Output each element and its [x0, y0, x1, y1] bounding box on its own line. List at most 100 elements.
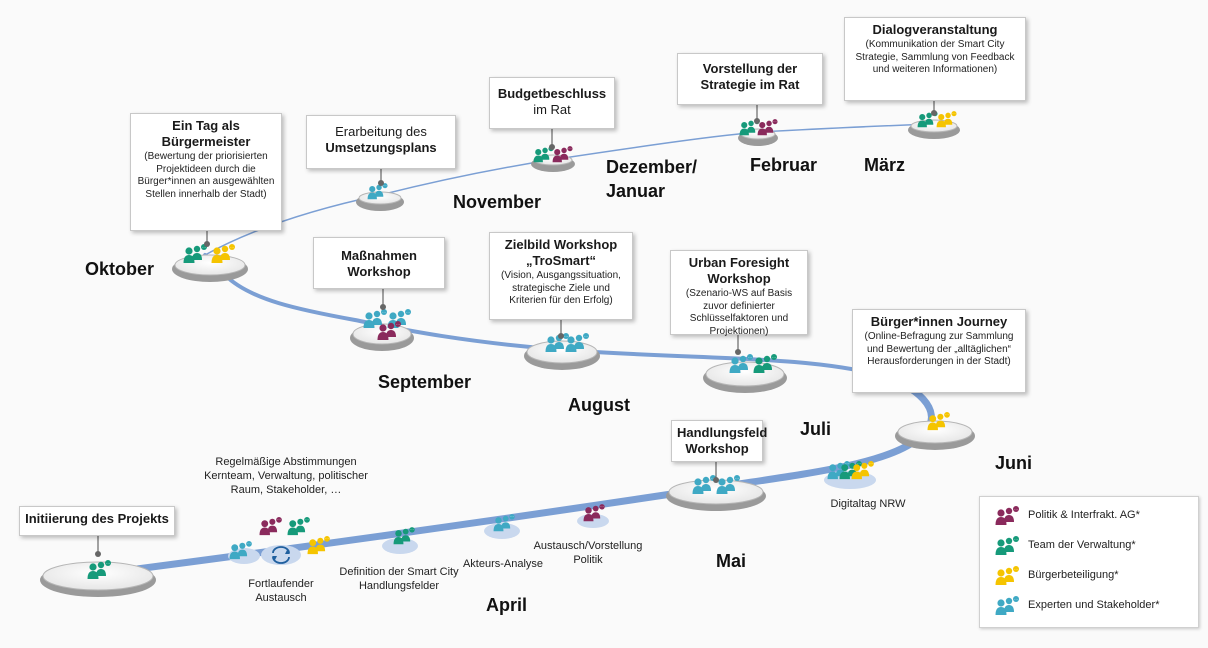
svg-text:···: ··· [952, 112, 955, 116]
stem-urban [735, 335, 741, 355]
month-februar: Februar [750, 155, 818, 175]
person-pair-icon: ··· [367, 183, 388, 200]
month-maerz: März [864, 155, 906, 175]
svg-text:···: ··· [857, 462, 861, 466]
box-erarbeitung: Erarbeitung des Umsetzungsplans [306, 115, 456, 169]
stem-vorstellung [754, 105, 760, 124]
budget-line1: Budgetbeschluss [497, 86, 607, 101]
month-september: September [378, 372, 472, 392]
month-november: November [453, 192, 542, 212]
person-pair-icon: ··· [995, 506, 1019, 525]
box-zielbild: Zielbild Workshop „TroSmart“ (Vision, Au… [489, 232, 633, 320]
svg-text:···: ··· [748, 354, 752, 359]
stem-initiierung [95, 536, 101, 557]
box-urban: Urban Foresight Workshop (Szenario-WS au… [670, 250, 808, 337]
disc-buergermeister [172, 254, 248, 282]
person-pair-icon: ··· [851, 461, 874, 480]
person-pair-icon: ··· [757, 119, 778, 136]
svg-text:···: ··· [382, 309, 386, 314]
legend-label-buerger: Bürgerbeteiligung* [1028, 569, 1119, 581]
buergerjourney-title: Bürger*innen Journey [870, 314, 1008, 329]
urban-desc: (Szenario-WS auf Basis zuvor definierter… [685, 288, 793, 337]
stem-erarbeitung [378, 169, 384, 186]
svg-text:···: ··· [1014, 506, 1018, 511]
month-juli: Juli [800, 419, 832, 439]
person-pair-icon: ··· [287, 517, 310, 536]
person-pair-icon: ··· [183, 244, 207, 263]
svg-text:···: ··· [869, 462, 873, 466]
svg-text:···: ··· [230, 244, 234, 249]
disc-definition [382, 538, 418, 554]
svg-text:···: ··· [600, 505, 604, 509]
svg-text:···: ··· [383, 184, 386, 188]
svg-text:···: ··· [247, 542, 251, 546]
svg-text:···: ··· [1014, 596, 1018, 601]
box-buergerjourney: Bürger*innen Journey (Online-Befragung z… [852, 309, 1026, 393]
month-juni: Juni [995, 453, 1033, 473]
svg-text:···: ··· [564, 333, 568, 338]
person-pair-icon: ··· [995, 596, 1019, 615]
person-pair-icon: ··· [211, 244, 235, 263]
svg-text:···: ··· [1014, 536, 1018, 541]
label-akteurs: Akteurs-Analyse [462, 558, 544, 570]
disc-maerz [908, 119, 960, 139]
urban-title: Urban Foresight Workshop [688, 255, 790, 286]
disc-fortlaufend-b [261, 545, 301, 565]
box-vorstellung: Vorstellung der Strategie im Rat [677, 53, 823, 105]
person-pair-icon: ··· [995, 596, 1019, 615]
stem-massnahmen [380, 289, 386, 310]
month-august: August [568, 395, 630, 415]
disc-juni [895, 420, 975, 450]
massnahmen-title: Maßnahmen Workshop [341, 248, 417, 279]
label-definition: Definition der Smart City Handlungsfelde… [339, 566, 459, 592]
svg-text:···: ··· [945, 413, 949, 417]
erarbeitung-line1: Erarbeitung des [335, 124, 427, 139]
stem-maerz [931, 101, 937, 116]
zielbild-title: Zielbild Workshop „TroSmart“ [504, 237, 618, 268]
svg-text:···: ··· [772, 354, 776, 359]
box-dialog: Dialogveranstaltung (Kommunikation der S… [844, 17, 1026, 101]
person-pair-icon: ··· [583, 504, 605, 522]
legend-label-experten: Experten und Stakeholder* [1028, 599, 1160, 611]
person-pair-icon: ··· [87, 560, 111, 579]
month-oktober: Oktober [85, 259, 155, 279]
person-pair-icon: ··· [493, 514, 515, 532]
person-pair-icon: ··· [393, 527, 415, 545]
month-mai: Mai [716, 551, 747, 571]
svg-text:···: ··· [106, 560, 110, 565]
label-digitaltag: Digitaltag NRW [830, 498, 906, 510]
svg-text:···: ··· [773, 120, 776, 124]
handlungsfeld-title: Handlungsfeld Workshop [677, 425, 768, 456]
budget-line2: im Rat [533, 102, 571, 117]
person-pair-icon: ··· [363, 309, 387, 328]
svg-text:···: ··· [584, 333, 588, 338]
svg-text:···: ··· [277, 518, 281, 522]
svg-text:···: ··· [325, 537, 329, 541]
initiierung-title: Initiierung des Projekts [25, 511, 169, 526]
month-dezember: Dezember/ Januar [606, 157, 698, 201]
box-massnahmen: Maßnahmen Workshop [313, 237, 445, 289]
person-pair-icon: ··· [229, 541, 252, 560]
svg-text:···: ··· [410, 528, 414, 532]
buergermeister-desc: (Bewertung der priorisierten Projektidee… [137, 151, 275, 200]
legend-label-politik: Politik & Interfrakt. AG* [1028, 509, 1140, 521]
legend-label-verwaltung: Team der Verwaltung* [1028, 539, 1136, 551]
dialog-title: Dialogveranstaltung [872, 22, 998, 37]
person-pair-icon: ··· [995, 506, 1019, 525]
svg-text:···: ··· [305, 518, 309, 522]
stem-zielbild [558, 320, 564, 339]
svg-text:···: ··· [568, 147, 571, 151]
person-pair-icon: ··· [377, 321, 401, 340]
svg-text:···: ··· [711, 475, 715, 480]
svg-text:···: ··· [1014, 566, 1018, 571]
person-pair-icon: ··· [729, 354, 753, 373]
person-pair-icon: ··· [927, 412, 950, 431]
person-pair-icon: ··· [545, 333, 569, 352]
label-austausch: Austausch/Vorstellung Politik [533, 540, 643, 566]
box-budget: Budgetbeschluss im Rat [489, 77, 615, 129]
svg-text:···: ··· [406, 309, 410, 314]
box-buergermeister: Ein Tag als Bürgermeister (Bewertung der… [130, 113, 282, 231]
person-pair-icon: ··· [259, 517, 282, 536]
